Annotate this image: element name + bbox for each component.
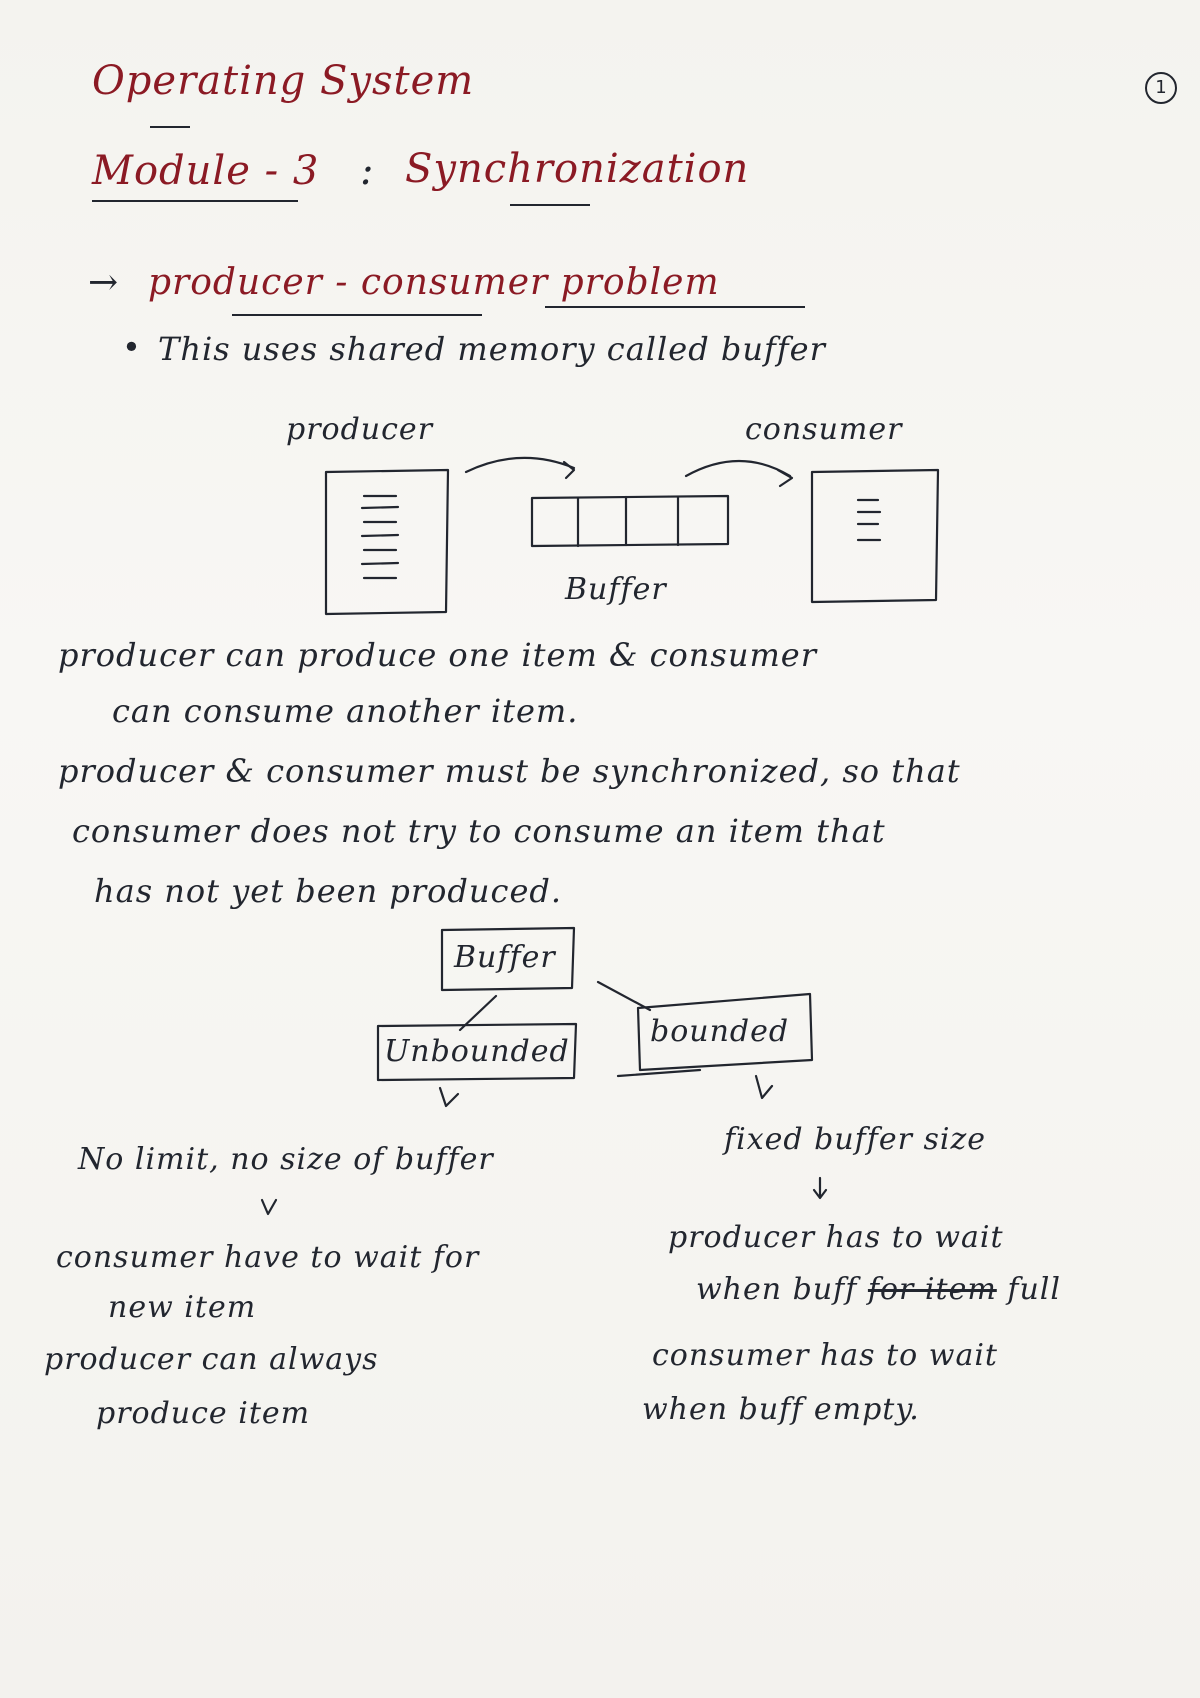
unbounded-point-3b: produce item bbox=[96, 1396, 311, 1431]
module-label: Module - 3 bbox=[92, 148, 320, 194]
left-down-arrow bbox=[438, 1086, 460, 1108]
tree-right-box bbox=[636, 992, 814, 1072]
bounded-point-3a: consumer has to wait bbox=[652, 1338, 998, 1373]
unbounded-point-1: No limit, no size of buffer bbox=[78, 1142, 494, 1177]
heading-underline-right bbox=[545, 306, 805, 308]
note-line-5: has not yet been produced. bbox=[94, 872, 563, 910]
section-heading: producer - consumer problem bbox=[148, 262, 720, 303]
unbounded-point-2a: consumer have to wait for bbox=[56, 1240, 480, 1275]
title-underline-mark bbox=[150, 126, 190, 128]
producer-box-lines bbox=[360, 494, 400, 580]
tree-right-label: bounded bbox=[650, 1014, 790, 1049]
bounded-point-2b-struck: for item bbox=[867, 1272, 997, 1307]
consumer-box-lines bbox=[856, 498, 882, 542]
heading-underline-left bbox=[232, 314, 482, 316]
arrow-buffer-to-consumer-head bbox=[776, 468, 794, 488]
note-line-4: consumer does not try to consume an item… bbox=[72, 812, 886, 850]
tree-right-underline bbox=[616, 1068, 702, 1078]
consumer-label: consumer bbox=[745, 412, 903, 447]
page-number: 1 bbox=[1145, 72, 1177, 104]
bounded-point-3b: when buff empty. bbox=[642, 1392, 920, 1427]
tree-edge-right bbox=[596, 980, 652, 1012]
module-topic: Synchronization bbox=[405, 146, 750, 192]
section-arrow: → bbox=[88, 262, 120, 303]
page-title: Operating System bbox=[92, 58, 475, 104]
module-underline bbox=[92, 200, 298, 202]
note-line-2: can consume another item. bbox=[112, 692, 579, 730]
module-separator: : bbox=[360, 148, 375, 194]
bullet-dot: • bbox=[122, 328, 142, 366]
producer-box bbox=[324, 468, 450, 616]
arrow-producer-to-buffer bbox=[464, 456, 576, 474]
bounded-point-2b-start: when buff bbox=[696, 1272, 858, 1307]
right-down-arrow bbox=[754, 1074, 774, 1100]
tree-root-label: Buffer bbox=[454, 940, 556, 975]
buffer-label: Buffer bbox=[565, 572, 667, 607]
buffer-slot-dividers bbox=[576, 495, 680, 548]
arrow-buffer-to-consumer bbox=[684, 460, 792, 478]
topic-underline bbox=[510, 204, 590, 206]
bounded-point-2b: when buff for item full bbox=[696, 1272, 1061, 1307]
bounded-point-2b-end: full bbox=[1007, 1272, 1061, 1307]
producer-label: producer bbox=[286, 412, 434, 447]
consumer-box bbox=[810, 468, 940, 604]
unbounded-point-3a: producer can always bbox=[44, 1342, 379, 1377]
note-line-1: producer can produce one item & consumer bbox=[58, 636, 818, 674]
bounded-point-2a: producer has to wait bbox=[668, 1220, 1004, 1255]
bounded-point-1: fixed buffer size bbox=[724, 1122, 987, 1157]
unbounded-point-2b: new item bbox=[108, 1290, 257, 1325]
bullet-shared-memory: This uses shared memory called buffer bbox=[158, 330, 826, 368]
arrow-producer-to-buffer-head bbox=[562, 460, 576, 480]
tree-left-label: Unbounded bbox=[384, 1034, 570, 1069]
note-line-3: producer & consumer must be synchronized… bbox=[58, 752, 961, 790]
right-down-arrow-2 bbox=[812, 1176, 828, 1200]
buffer-box bbox=[530, 494, 730, 548]
tree-left-box bbox=[376, 1022, 578, 1082]
left-down-arrow-2 bbox=[260, 1198, 278, 1216]
tree-root-box bbox=[440, 926, 576, 992]
